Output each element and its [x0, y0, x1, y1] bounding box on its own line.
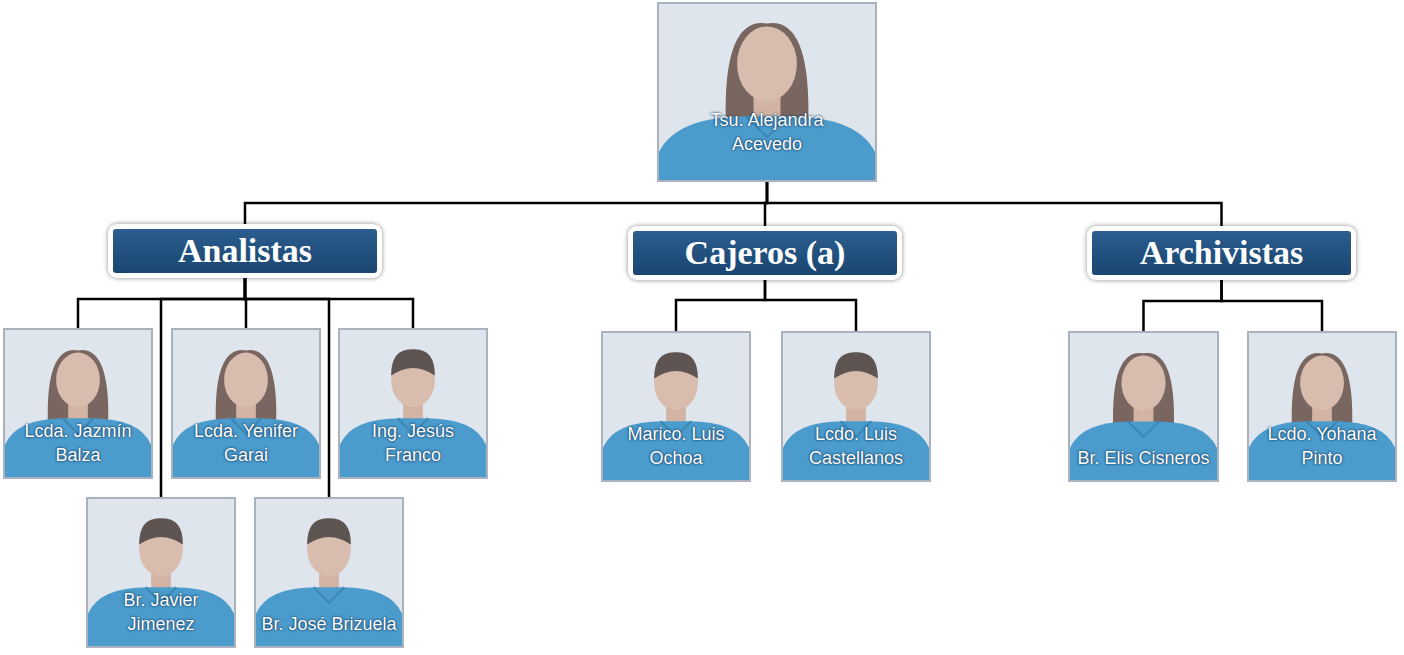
shirt — [1249, 421, 1395, 480]
hair — [139, 518, 183, 544]
org-connector — [767, 182, 1222, 226]
collar — [314, 587, 345, 602]
shirt — [783, 421, 929, 480]
shirt — [88, 587, 234, 646]
person-name: Lcdo. Luis Castellanos — [786, 422, 926, 470]
photo-background — [88, 499, 234, 646]
group-title: Cajeros (a) — [633, 231, 897, 275]
shirt — [1070, 422, 1217, 480]
shirt — [340, 418, 486, 477]
photo-background — [1249, 333, 1395, 480]
org-connector — [245, 182, 767, 224]
staff-photo-card: Lcdo. Yohana Pinto — [1247, 331, 1397, 482]
photo-background — [783, 333, 929, 480]
photo-background — [340, 330, 486, 477]
staff-photo-card: Br. José Brizuela — [254, 497, 404, 648]
group-title: Analistas — [113, 229, 377, 273]
staff-photo-card: Lcda. Yenifer Garai — [171, 328, 321, 479]
staff-photo-card: Marico. Luis Ochoa — [601, 331, 751, 482]
org-connector — [1222, 280, 1323, 331]
person-name: Ing. Jesús Franco — [343, 419, 483, 467]
collar — [1128, 422, 1159, 437]
shirt — [5, 418, 151, 477]
photo-background — [256, 499, 402, 646]
person-name: Br. José Brizuela — [261, 612, 396, 636]
person-name: Br. Javier Jimenez — [91, 588, 231, 636]
person-name: Tsu. Alejandra Acevedo — [692, 108, 842, 156]
shirt — [173, 418, 319, 477]
shirt — [256, 587, 402, 646]
face — [56, 353, 100, 408]
org-connector — [1144, 280, 1222, 331]
group-header: Analistas — [108, 224, 382, 278]
shirt — [603, 421, 749, 480]
group-title: Archivistas — [1092, 231, 1351, 275]
face — [1121, 355, 1165, 410]
hair — [391, 349, 435, 375]
photo-background — [173, 330, 319, 477]
staff-photo-card: Lcdo. Luis Castellanos — [781, 331, 931, 482]
person-name: Lcdo. Yohana Pinto — [1252, 422, 1392, 470]
face — [224, 353, 268, 408]
photo-background — [5, 330, 151, 477]
staff-photo-card: Lcda. Jazmín Balza — [3, 328, 153, 479]
photo-background — [1070, 333, 1217, 480]
org-connector — [765, 280, 856, 331]
staff-photo-card: Ing. Jesús Franco — [338, 328, 488, 479]
staff-photo-card: Tsu. Alejandra Acevedo — [657, 2, 877, 182]
staff-photo-card: Br. Elis Cisneros — [1068, 331, 1219, 482]
person-name: Marico. Luis Ochoa — [606, 422, 746, 470]
group-header: Archivistas — [1087, 226, 1356, 280]
photo-background — [659, 4, 875, 180]
staff-photo-card: Br. Javier Jimenez — [86, 497, 236, 648]
person-name: Lcda. Yenifer Garai — [176, 419, 316, 467]
org-connector — [676, 280, 765, 331]
hair — [654, 352, 698, 378]
photo-background — [603, 333, 749, 480]
face — [1300, 356, 1344, 411]
group-header: Cajeros (a) — [628, 226, 902, 280]
hair — [834, 352, 878, 378]
face — [737, 26, 797, 101]
person-name: Lcda. Jazmín Balza — [8, 419, 148, 467]
hair — [307, 518, 351, 544]
person-name: Br. Elis Cisneros — [1077, 446, 1209, 470]
